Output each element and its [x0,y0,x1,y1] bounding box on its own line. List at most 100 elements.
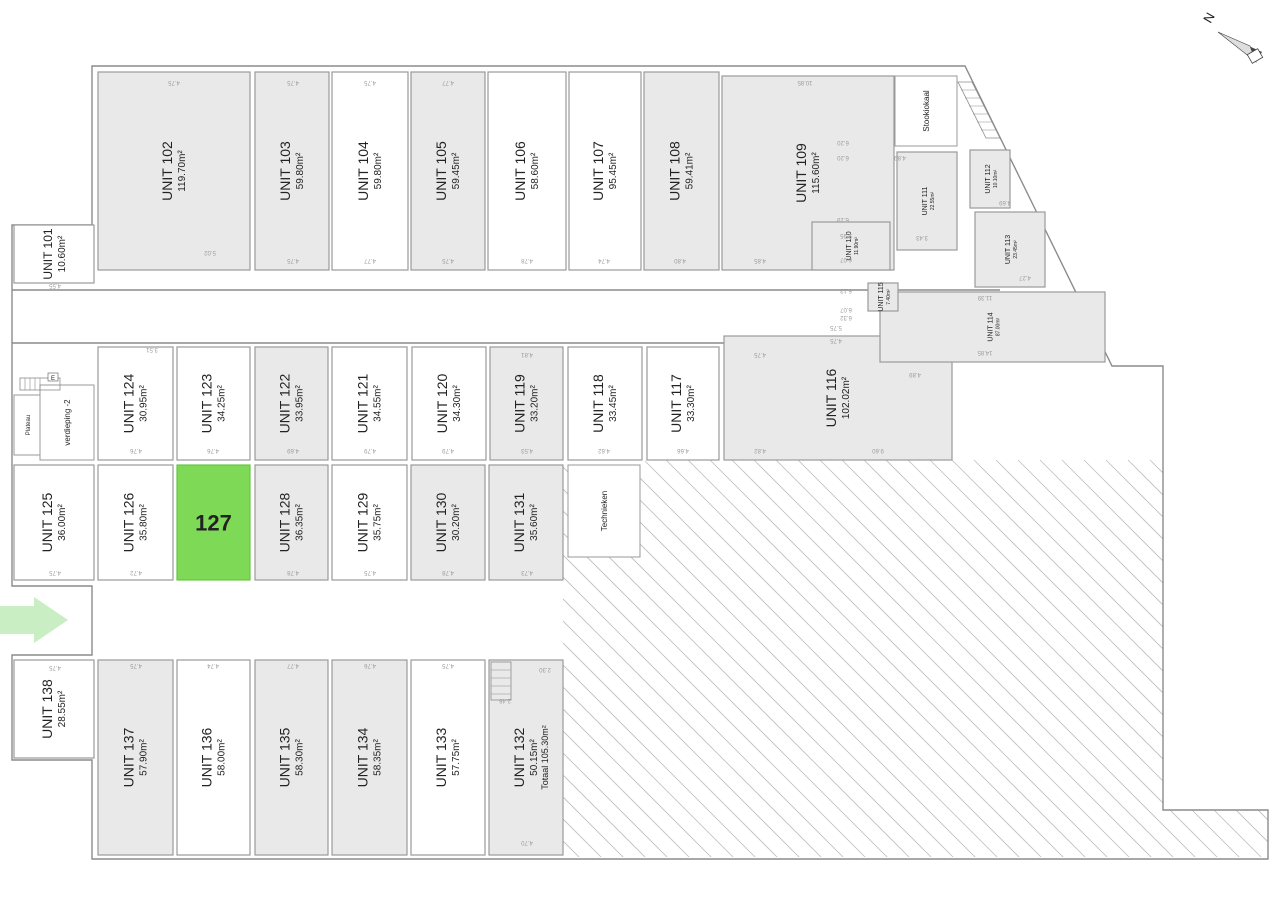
unit-134-shape[interactable] [331,659,408,856]
dimension-label: 4.27 [1019,274,1031,280]
dimension-label: 4.77 [442,79,454,85]
unit-120-shape[interactable] [411,346,487,461]
room-stookiokaal: Stookiokaal [894,75,958,147]
unit-127-highlight[interactable]: 127 [176,464,251,581]
unit-117-shape[interactable] [646,346,720,461]
unit-124-shape[interactable] [97,346,174,461]
unit-114-shape[interactable] [879,291,1106,363]
unit-name: UNIT 107 [590,141,606,201]
unit-114-label: UNIT 11487.00m² [988,312,1002,341]
unit-total: Totaal 105.30m² [540,725,550,790]
unit-125-shape[interactable] [13,464,95,581]
dimension-label: 2.46 [499,697,511,703]
unit-110[interactable]: UNIT 11011.90m² [811,221,891,271]
unit-108-shape[interactable] [643,71,720,271]
unit-129-shape[interactable] [331,464,408,581]
unit-area: 23.45m² [1013,240,1019,259]
dimension-label: 4.75 [364,569,376,575]
unit-127-shape[interactable] [176,464,251,581]
unit-104-shape[interactable] [331,71,409,271]
unit-101-shape[interactable] [13,224,95,284]
unit-110-shape[interactable] [811,221,891,271]
unit-106-shape[interactable] [487,71,567,271]
dimension-label: 4.74 [598,257,610,263]
unit-112[interactable]: UNIT 11210.10m² [969,149,1011,209]
unit-105-shape[interactable] [410,71,486,271]
unit-130-shape[interactable] [410,464,486,581]
unit-126-shape[interactable] [97,464,174,581]
unit-115-shape[interactable] [867,282,899,312]
dimension-label: 4.75 [130,662,142,668]
unit-area: 10.60m² [57,235,68,272]
unit-113-shape[interactable] [974,211,1046,288]
unit-107-shape[interactable] [568,71,642,271]
unit-121-shape[interactable] [331,346,408,461]
unit-128-shape[interactable] [254,464,329,581]
unit-136-shape[interactable] [176,659,251,856]
stairs-icon-132 [490,661,512,701]
unit-114[interactable]: UNIT 11487.00m² [879,291,1106,363]
dimension-label: 4.75 [754,351,766,357]
unit-137-shape[interactable] [97,659,174,856]
unit-name: UNIT 119 [512,374,528,433]
dimension-label: 3.43 [916,234,928,240]
unit-103-shape[interactable] [254,71,330,271]
unit-131-shape[interactable] [488,464,564,581]
unit-135-shape[interactable] [254,659,329,856]
unit-132-shape[interactable] [488,659,564,856]
unit-area: 57.75m² [451,738,462,775]
unit-122-shape[interactable] [254,346,329,461]
unit-area: 11.90m² [854,237,860,255]
unit-112-shape[interactable] [969,149,1011,209]
dimension-label: 5.95 [840,232,852,238]
unit-123-shape[interactable] [176,346,251,461]
unit-119-shape[interactable] [489,346,564,461]
unit-118-shape[interactable] [567,346,643,461]
unit-115[interactable]: UNIT 1157.40m² [867,282,899,312]
dimension-label: 4.75 [364,79,376,85]
dimension-label: 4.79 [442,447,454,453]
unit-138-shape[interactable] [13,659,95,759]
dimension-label: 6.20 [837,139,849,145]
unit-102-shape[interactable] [97,71,251,271]
unit-111[interactable]: UNIT 11122.55m² [896,151,958,251]
unit-area: 35.75m² [373,503,384,540]
unit-113[interactable]: UNIT 11323.45m² [974,211,1046,288]
unit-133-shape[interactable] [410,659,486,856]
unit-111-shape[interactable] [896,151,958,251]
